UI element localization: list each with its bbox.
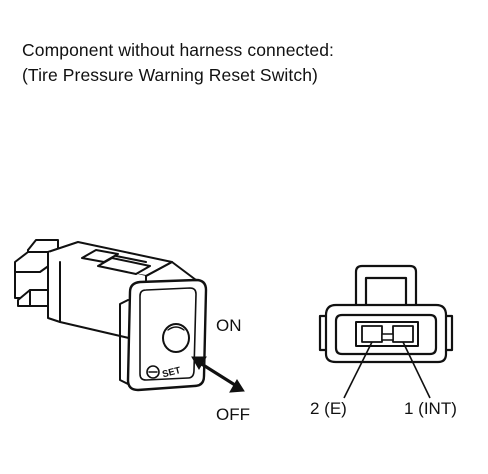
set-button-label: SET <box>161 365 182 380</box>
pin-2-label: 2 (E) <box>310 399 347 418</box>
off-label: OFF <box>216 405 250 424</box>
caption-line-2: (Tire Pressure Warning Reset Switch) <box>22 65 318 85</box>
connector-face-illustration <box>318 264 454 364</box>
on-label: ON <box>216 316 242 335</box>
pin-1-label: 1 (INT) <box>404 399 457 418</box>
reset-switch-illustration <box>14 239 208 392</box>
pin-leader-lines <box>343 341 431 399</box>
caption-line-1: Component without harness connected: <box>22 40 334 60</box>
on-off-arrow <box>191 356 245 393</box>
